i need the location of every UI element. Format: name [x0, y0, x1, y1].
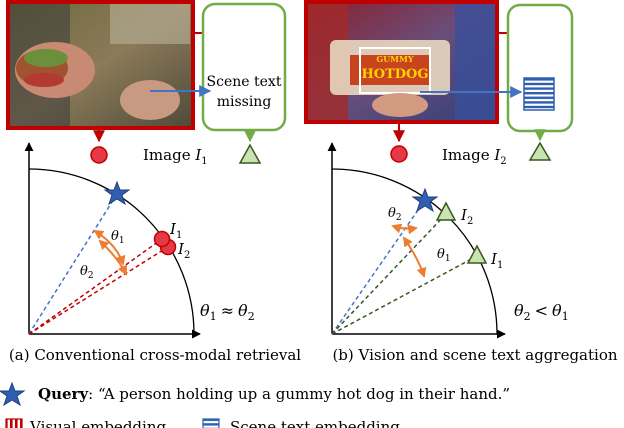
i1-point-a: [153, 230, 171, 248]
theta-1-label-a: θ1: [111, 229, 125, 246]
plot-b: θ2 θ1 I2 I1 θ2<θ1: [327, 142, 569, 339]
scene-text-line-1: Scene text: [207, 74, 282, 90]
i2-label-b: I2: [460, 206, 473, 227]
scene-text-line-2: missing: [217, 94, 272, 110]
scene-text-point-b: [528, 141, 552, 161]
scene-text-point-a: [238, 143, 262, 164]
image-label-a: Image I1: [143, 146, 208, 167]
i1-line-b: [331, 255, 478, 335]
i2-line-a: [28, 246, 169, 335]
query-star-a: [103, 180, 131, 206]
query-line-a: [28, 193, 118, 335]
i1-line-a: [28, 238, 163, 335]
sign-text-gummy: GUMMY: [376, 54, 414, 64]
legend-visual-embedding: Visual embedding: [29, 418, 166, 428]
i1-label-b: I1: [490, 250, 503, 271]
panel-a-photo: [6, 0, 195, 130]
theta-2-label-a: θ2: [80, 264, 94, 281]
visual-embedding-point-a: [90, 146, 108, 164]
scene-text-embedding-icon-b: [523, 77, 555, 111]
theta-2-label-b: θ2: [388, 206, 402, 223]
relation-b: θ2<θ1: [514, 301, 569, 323]
visual-embedding-point-b: [390, 145, 408, 163]
unit-arc-a: [28, 168, 195, 335]
angle-arrow-2-b: [391, 223, 418, 235]
angle-arrow-1-b: [402, 236, 427, 278]
sign-text-hotdog: HOTDOG: [362, 67, 429, 82]
scene-text-box-b: [506, 3, 574, 133]
legend-scene-text-embedding: Scene text embedding: [230, 418, 400, 428]
panel-b-photo: GUMMY HOTDOG: [304, 0, 499, 124]
caption-a: (a) Conventional cross-modal retrieval: [9, 346, 301, 364]
query-line-b: [331, 199, 426, 335]
i2-point-b: [435, 201, 457, 221]
query-star-b: [411, 187, 439, 213]
theta-1-label-b: θ1: [437, 247, 451, 264]
i2-line-b: [331, 213, 447, 335]
unit-arc-b: [331, 168, 498, 335]
relation-a: θ1≈θ2: [200, 301, 255, 323]
scene-text-embedding-legend-icon: [202, 418, 220, 428]
legend-query: Query: “A person holding up a gummy hot …: [38, 385, 510, 403]
visual-embedding-legend-icon: [5, 418, 23, 428]
plot-a: θ1 θ2 I1 I2 θ1≈θ2: [24, 142, 255, 339]
image-label-b: Image I2: [442, 146, 507, 167]
query-star-legend-icon: [0, 381, 26, 407]
angle-arrow-2-a: [98, 239, 127, 276]
scene-text-missing-box: Scene text missing: [201, 2, 287, 132]
i1-point-b: [466, 244, 488, 264]
i1-label-a: I1: [169, 220, 182, 241]
caption-b: (b) Vision and scene text aggregation: [332, 346, 617, 364]
i2-label-a: I2: [177, 240, 190, 261]
